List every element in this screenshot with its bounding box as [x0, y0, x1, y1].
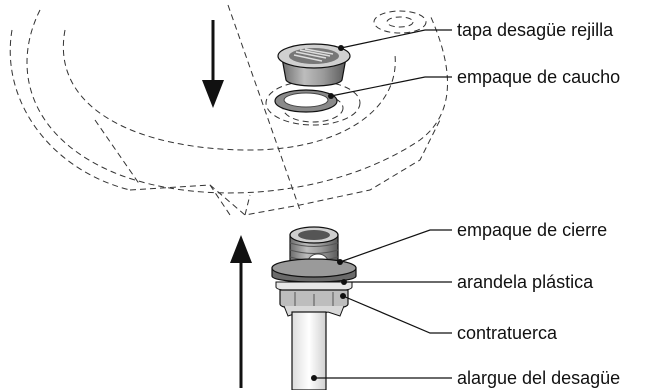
drain-extension-part — [291, 311, 327, 390]
label-grate-cap: tapa desagüe rejilla — [457, 20, 614, 40]
locknut-part — [279, 289, 349, 317]
rubber-gasket-part — [274, 89, 338, 113]
up-arrow — [230, 235, 252, 388]
leader-lines — [311, 29, 452, 381]
label-seal-gasket: empaque de cierre — [457, 220, 607, 240]
label-plastic-washer: arandela plástica — [457, 272, 594, 292]
sink-basin-outline — [9, 4, 448, 216]
down-arrow — [202, 20, 224, 108]
seal-gasket-part — [271, 258, 357, 283]
label-drain-extension: alargue del desagüe — [457, 368, 620, 388]
label-rubber-gasket: empaque de caucho — [457, 67, 620, 87]
grate-cap-part — [277, 43, 351, 87]
label-locknut: contratuerca — [457, 323, 558, 343]
